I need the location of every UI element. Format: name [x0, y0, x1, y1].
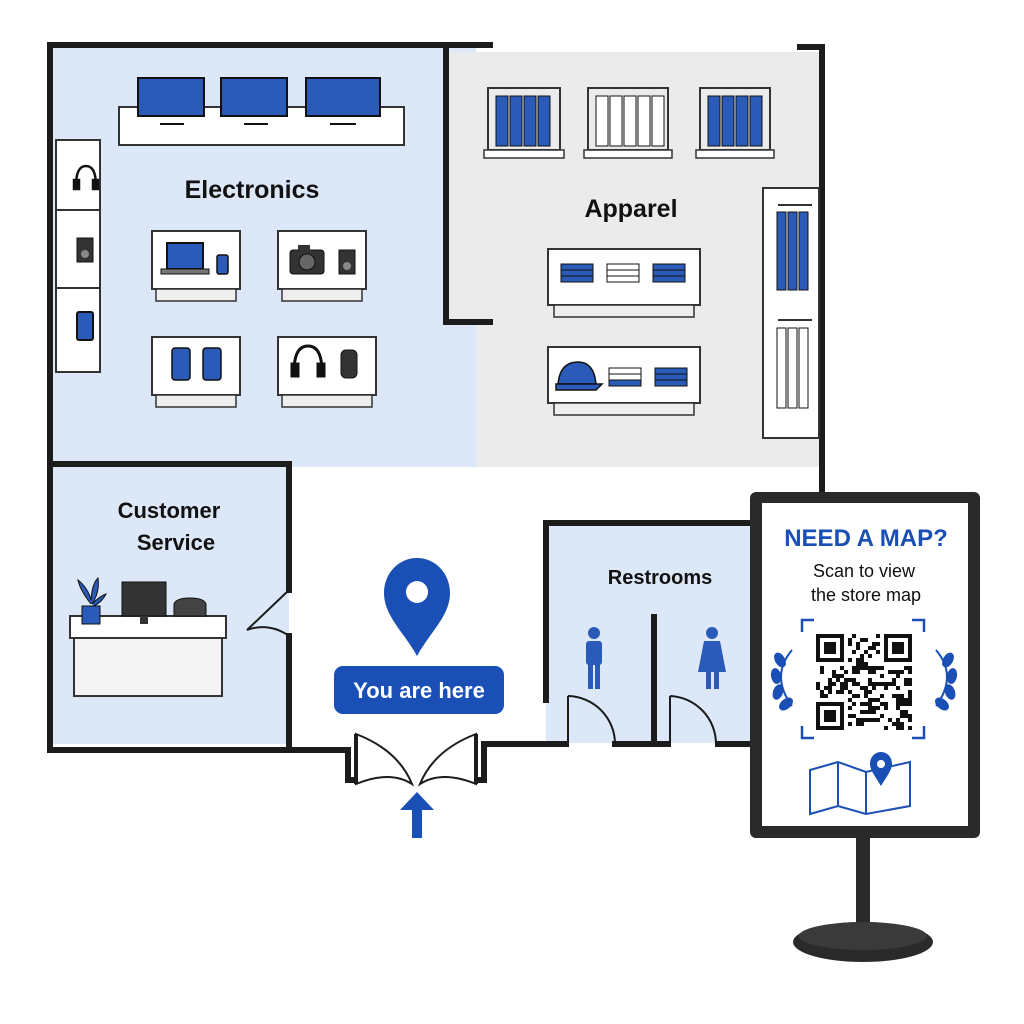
- sign-stand: [793, 834, 933, 962]
- you-are-here-badge: You are here: [334, 666, 504, 714]
- phone-icon: [171, 347, 191, 381]
- side-clothing-rack: [762, 187, 820, 439]
- folded-clothes-icon: [560, 263, 686, 283]
- camera-display-table: [277, 230, 367, 302]
- qr-code-icon[interactable]: [816, 634, 912, 730]
- headphones-icon: [290, 344, 326, 378]
- clothing-rack-icon: [695, 87, 775, 159]
- customer-service-label-line1: Customer: [118, 498, 221, 523]
- tv-icon: [137, 77, 381, 125]
- sign-subtitle-line2: the store map: [811, 585, 921, 605]
- sign-subtitle-line1: Scan to view: [813, 561, 916, 581]
- walls: [47, 42, 825, 783]
- restrooms-label: Restrooms: [608, 567, 712, 589]
- restroom-floor: [546, 523, 750, 743]
- chair-icon: [173, 597, 207, 617]
- service-desk: [69, 576, 227, 697]
- laptop-icon: [160, 242, 210, 275]
- qr-frame: [800, 618, 926, 740]
- plant-icon: [77, 576, 107, 625]
- laptop-display-table: [151, 230, 241, 302]
- hats-table: [547, 346, 701, 416]
- tablet-icon: [76, 311, 94, 341]
- folded-clothes-icon: [608, 367, 688, 387]
- clothing-rack-icon: [483, 87, 565, 159]
- electronics-label: Electronics: [185, 176, 320, 204]
- headphones-icon: [72, 164, 100, 191]
- phone-icon: [202, 347, 222, 381]
- speaker-icon: [76, 237, 94, 263]
- arrow-up-icon: [400, 792, 434, 838]
- customer-service-label-line2: Service: [137, 530, 215, 555]
- phone-display-table: [151, 336, 241, 408]
- location-pin-icon: [384, 558, 450, 656]
- monitor-icon: [121, 581, 167, 624]
- restroom-door-women: [669, 695, 718, 745]
- smart-speaker-icon: [340, 349, 358, 379]
- apparel-notch-floor: [446, 52, 478, 322]
- sign-title: NEED A MAP?: [784, 525, 948, 552]
- laurel-left-icon: [770, 649, 793, 711]
- man-icon: [586, 627, 602, 689]
- customer-service-label: Customer Service: [118, 498, 227, 555]
- entrance-doors[interactable]: [354, 732, 478, 787]
- clothing-rack-icon: [583, 87, 673, 159]
- service-door: [246, 589, 290, 637]
- electronics-wall-shelf: [55, 139, 101, 373]
- tv-wall-display: [118, 77, 405, 146]
- woman-icon: [698, 627, 726, 689]
- restroom-door-men: [567, 695, 616, 745]
- phone-icon: [216, 254, 229, 275]
- cap-icon: [555, 361, 604, 391]
- folded-map-icon: [809, 752, 911, 816]
- camera-icon: [289, 245, 325, 275]
- audio-display-table: [277, 336, 377, 408]
- folded-clothes-table: [547, 248, 701, 318]
- apparel-label: Apparel: [584, 195, 677, 223]
- you-are-here-label: You are here: [353, 678, 485, 703]
- speaker-icon: [338, 249, 356, 275]
- laurel-right-icon: [935, 649, 958, 711]
